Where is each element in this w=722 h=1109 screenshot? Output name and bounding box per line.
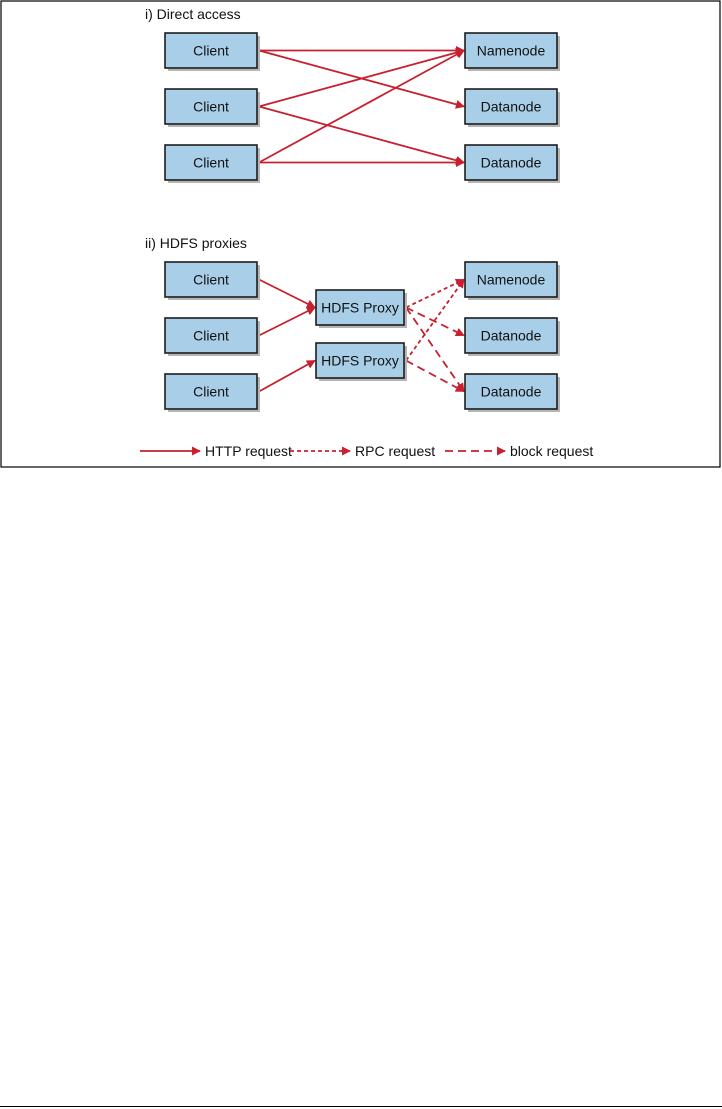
client-label: Client: [193, 155, 229, 171]
direct-server-node-3: Datanode: [464, 144, 560, 183]
direct-client-node-2: Client: [164, 88, 260, 127]
server-label: Datanode: [481, 155, 542, 171]
server-label: Datanode: [481, 328, 542, 344]
proxies-client-node-2: Client: [164, 317, 260, 356]
block-request-arrow: [405, 359, 465, 393]
legend-item-http: HTTP request: [140, 443, 292, 459]
node-box: [164, 32, 258, 69]
node-box: [464, 88, 558, 125]
client-label: Client: [193, 384, 229, 400]
http-request-arrow: [258, 48, 465, 108]
proxies-server-node-2: Datanode: [464, 317, 560, 356]
proxy-label: HDFS Proxy: [321, 300, 399, 316]
node-box: [464, 32, 558, 69]
server-label: Namenode: [477, 272, 546, 288]
node-box: [464, 144, 558, 181]
legend-item-block: block request: [445, 443, 593, 459]
page-bottom-rule: [0, 1106, 722, 1107]
client-label: Client: [193, 328, 229, 344]
client-label: Client: [193, 99, 229, 115]
section-title-direct-access: i) Direct access: [145, 6, 241, 22]
edges-layer: [258, 46, 465, 393]
node-box: [164, 88, 258, 125]
proxies-server-node-1: Namenode: [464, 261, 560, 300]
client-label: Client: [193, 43, 229, 59]
legend-block-label: block request: [510, 443, 593, 459]
proxies-server-node-3: Datanode: [464, 373, 560, 412]
http-request-arrow: [258, 105, 465, 165]
http-request-arrow: [258, 278, 316, 309]
node-box: [164, 261, 258, 298]
proxies-proxy-node-2: HDFS Proxy: [315, 342, 407, 381]
rpc-request-arrow: [405, 278, 465, 309]
client-label: Client: [193, 272, 229, 288]
block-request-arrow: [405, 306, 465, 393]
direct-client-node-1: Client: [164, 32, 260, 71]
server-label: Namenode: [477, 43, 546, 59]
server-label: Datanode: [481, 99, 542, 115]
node-box: [164, 317, 258, 354]
legend-rpc-label: RPC request: [355, 443, 435, 459]
proxies-client-node-1: Client: [164, 261, 260, 300]
node-box: [464, 317, 558, 354]
proxies-client-node-3: Client: [164, 373, 260, 412]
node-box: [464, 373, 558, 410]
legend: HTTP request RPC request block request: [140, 443, 593, 459]
section-title-hdfs-proxies: ii) HDFS proxies: [145, 235, 247, 251]
node-box: [164, 373, 258, 410]
hdfs-access-diagram: i) Direct access ii) HDFS proxies Client…: [0, 0, 721, 468]
direct-client-node-3: Client: [164, 144, 260, 183]
node-box: [464, 261, 558, 298]
proxy-label: HDFS Proxy: [321, 353, 399, 369]
direct-server-node-1: Namenode: [464, 32, 560, 71]
node-box: [315, 289, 405, 326]
legend-item-rpc: RPC request: [290, 443, 435, 459]
http-request-arrow: [258, 306, 316, 337]
http-request-arrow: [258, 359, 316, 393]
block-request-arrow: [405, 306, 465, 337]
node-box: [164, 144, 258, 181]
server-label: Datanode: [481, 384, 542, 400]
node-box: [315, 342, 405, 379]
direct-server-node-2: Datanode: [464, 88, 560, 127]
proxies-proxy-node-1: HDFS Proxy: [315, 289, 407, 328]
figure-border: [0, 0, 721, 468]
nodes-layer: ClientClientClientNamenodeDatanodeDatano…: [164, 32, 560, 412]
rpc-request-arrow: [405, 278, 465, 362]
http-request-arrow: [258, 49, 465, 164]
legend-http-label: HTTP request: [205, 443, 292, 459]
